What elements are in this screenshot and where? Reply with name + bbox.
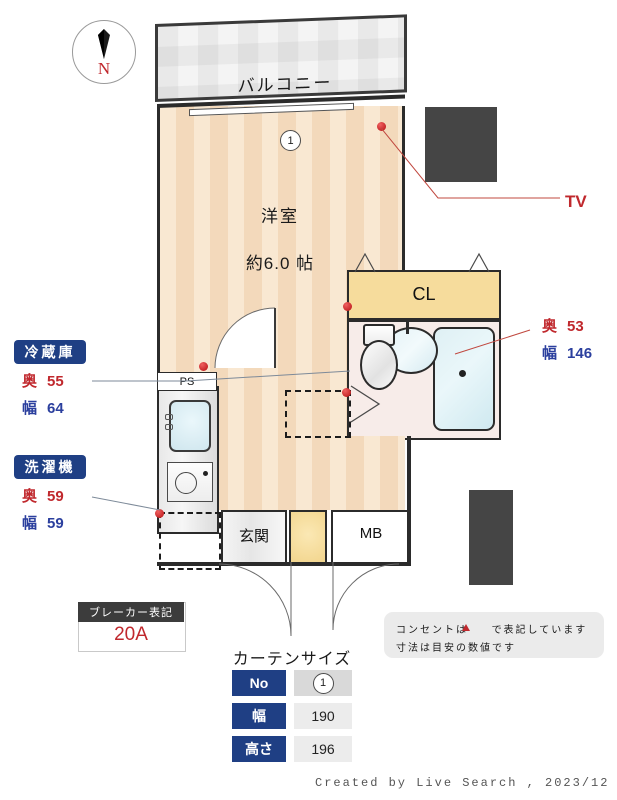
compass-rose: N [72, 20, 136, 84]
window-number-badge: 1 [280, 130, 301, 151]
refrigerator-space [285, 390, 351, 438]
washer-width-label: 幅 [22, 515, 38, 532]
kitchen-sink [169, 400, 211, 452]
curtain-no-value: 1 [294, 670, 352, 696]
footer-credit: Created by Live Search , 2023/12 [315, 776, 610, 790]
shoe-cabinet [289, 510, 327, 564]
adjacent-unit-block-lower [469, 490, 513, 585]
curtain-width-key: 幅 [232, 703, 286, 729]
legend-note: コンセントは で表記しています 寸法は目安の数値です [384, 612, 604, 658]
adjacent-unit-block [425, 107, 497, 182]
outlet-marker-fridge [342, 388, 351, 397]
outlet-triangle-icon [462, 624, 470, 631]
closet-width-value: 146 [567, 345, 593, 362]
closet-depth-row: 奥 53 [542, 315, 592, 336]
closet-depth-value: 53 [567, 318, 584, 335]
fridge-depth-row: 奥 55 [22, 370, 64, 391]
room-type-label: 洋室 [261, 207, 299, 226]
washer-width-row: 幅 59 [22, 512, 64, 533]
meter-box-door-swing [332, 562, 400, 631]
washer-depth-value: 59 [47, 488, 64, 505]
closet-dimensions: 奥 53 幅 146 [542, 315, 592, 363]
right-exterior-wall [407, 436, 411, 566]
note-line-1-after: で表記しています [491, 625, 588, 636]
entrance-label: 玄関 [238, 528, 269, 545]
washer-depth-row: 奥 59 [22, 485, 64, 506]
fridge-width-value: 64 [47, 400, 64, 417]
entrance-door-swing [218, 562, 292, 637]
closet-depth-label: 奥 [542, 318, 558, 335]
kitchen-faucet-handle-a [165, 414, 173, 420]
washer-space [159, 512, 221, 570]
fridge-width-row: 幅 64 [22, 397, 64, 418]
fridge-tag: 冷蔵庫 [14, 340, 86, 364]
toilet-bowl [360, 340, 398, 390]
bathroom-door-swing [350, 385, 381, 423]
fridge-width-label: 幅 [22, 400, 38, 417]
washer-width-value: 59 [47, 515, 64, 532]
washer-dimensions: 奥 59 幅 59 [22, 485, 64, 533]
closet-label: CL [412, 284, 436, 304]
closet-area [347, 270, 501, 320]
curtain-no-key: No [232, 670, 286, 696]
curtain-height-key: 高さ [232, 736, 286, 762]
washbasin-faucet [406, 322, 409, 334]
compass-north-label: N [97, 59, 111, 78]
breaker-title: ブレーカー表記 [78, 602, 184, 622]
bathtub [433, 327, 495, 431]
closet-width-label: 幅 [542, 345, 558, 362]
breaker-value: 20A [114, 624, 148, 645]
curtain-size-title: カーテンサイズ [232, 651, 352, 668]
note-line-1-before: コンセントは [396, 625, 468, 636]
outlet-marker-closet [343, 302, 352, 311]
washer-depth-label: 奥 [22, 488, 38, 505]
kitchen-faucet-handle-b [165, 424, 173, 430]
closet-hanger-icons [354, 252, 490, 273]
note-line-2: 寸法は目安の数値です [396, 643, 516, 654]
fridge-depth-value: 55 [47, 373, 64, 390]
curtain-row-width: 幅 190 [232, 703, 352, 729]
cooktop [167, 462, 213, 502]
closet-width-row: 幅 146 [542, 342, 592, 363]
fridge-depth-label: 奥 [22, 373, 38, 390]
meter-box-label: MB [359, 525, 383, 542]
floor-plan: バルコニー 1 洋室 約6.0 帖 CL [155, 14, 513, 637]
outlet-marker-kitchen [199, 362, 208, 371]
pipe-shaft-label: PS [157, 372, 217, 391]
cooktop-knob [203, 471, 208, 476]
curtain-row-no: No 1 [232, 670, 352, 696]
curtain-width-value: 190 [294, 703, 352, 729]
fridge-dimensions: 奥 55 幅 64 [22, 370, 64, 418]
curtain-row-height: 高さ 196 [232, 736, 352, 762]
north-arrow-icon [98, 29, 110, 59]
washer-tag: 洗濯機 [14, 455, 86, 479]
outlet-marker-tv [377, 122, 386, 131]
bottom-exterior-wall [157, 562, 411, 566]
cooktop-burner [175, 472, 197, 494]
bathtub-drain [459, 370, 466, 377]
room-door-swing [214, 307, 276, 369]
room-label-group: 洋室 約6.0 帖 [175, 202, 385, 274]
curtain-window-badge: 1 [312, 672, 334, 694]
tv-label: TV [565, 192, 587, 211]
room-size-label: 約6.0 帖 [245, 254, 315, 273]
outlet-marker-washer [155, 509, 164, 518]
curtain-height-value: 196 [294, 736, 352, 762]
note-line-1: コンセントは で表記しています [396, 621, 587, 636]
